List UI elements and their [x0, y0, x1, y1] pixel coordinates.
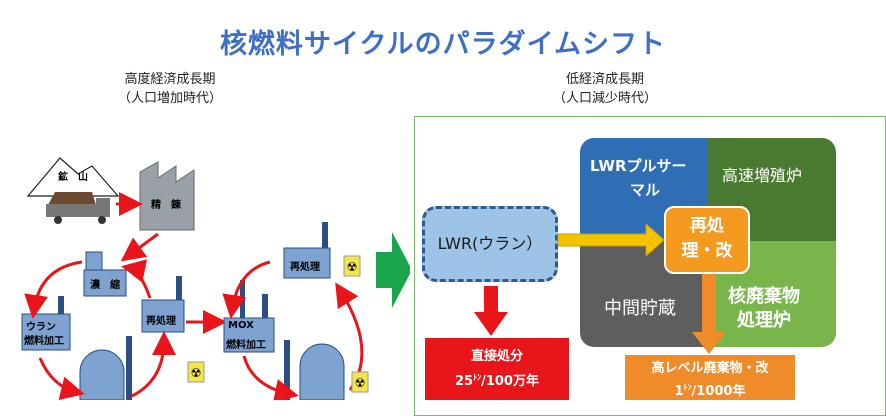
reprocessing-b-label: 再処理	[290, 262, 320, 273]
hlw-rate-period: /1000年	[691, 384, 746, 399]
direct-disposal-box: 直接処分 25ﾄﾝ/100万年	[425, 338, 569, 400]
svg-text:☢: ☢	[347, 260, 358, 274]
direct-disposal-rate: 25ﾄﾝ/100万年	[425, 367, 569, 392]
arrow-enrichment-to-fab	[24, 260, 83, 319]
reprocessing-a-label: 再処理	[146, 316, 176, 327]
reprocessing-box: 再処 理・改	[664, 206, 750, 274]
paradigm-shift-arrow	[376, 232, 410, 308]
enrichment-label: 濃 縮	[90, 280, 120, 291]
svg-text:☢: ☢	[355, 376, 366, 390]
mine-label: 鉱 山	[58, 172, 88, 183]
radioactive-waste-c-icon: ☢	[351, 371, 369, 393]
reprocessing-label-1: 再処	[690, 216, 724, 236]
hlw-rate-num: 1	[674, 384, 684, 399]
mox-fab-label-2: 燃料加工	[226, 340, 266, 351]
reactor-a-icon	[79, 336, 132, 400]
left-cycle-diagram: ☢ ☢ ☢	[21, 157, 410, 400]
radioactive-waste-a-icon: ☢	[187, 361, 205, 383]
pluthermal-label-2: マル	[630, 181, 661, 199]
arrow-lwr-to-direct-disposal	[474, 286, 508, 336]
waste-reactor-label-2: 処理炉	[737, 310, 791, 331]
high-level-waste-box: 高レベル廃棄物・改 1ﾄﾝ/1000年	[625, 355, 795, 400]
arrow-reactor-to-reprocessing	[131, 331, 176, 398]
mine-mountain-icon	[26, 157, 120, 197]
right-era-caption: 低経済成長期 （人口減少時代）	[520, 70, 690, 108]
direct-disposal-label-1: 直接処分	[470, 349, 523, 364]
enrichment-building-icon	[83, 251, 127, 297]
arrow-reprocessing-to-hlw	[692, 274, 726, 354]
reprocessing-plant-a-icon	[141, 276, 185, 333]
direct-disposal-rate-period: /100万年	[481, 374, 539, 389]
fast-breeder-label: 高速増殖炉	[722, 166, 803, 185]
pluthermal-label-1: LWRプルサー	[590, 157, 687, 175]
uranium-fab-label-2: 燃料加工	[24, 336, 64, 347]
reactor-b-icon	[284, 340, 345, 400]
svg-text:☢: ☢	[191, 366, 202, 380]
left-era-line1: 高度経済成長期	[124, 72, 216, 87]
right-era-line2: （人口減少時代）	[552, 91, 657, 106]
arrow-reprocessing-b-to-mox	[222, 260, 271, 319]
page-title: 核燃料サイクルのパラダイムシフト	[219, 29, 667, 60]
direct-disposal-rate-num: 25	[455, 374, 474, 389]
left-era-line2: （人口増加時代）	[117, 91, 222, 106]
direct-disposal-rate-unit: ﾄﾝ	[473, 373, 482, 382]
lwr-uranium-box: LWR(ウラン）	[422, 206, 558, 282]
arrow-mox-to-reactor	[242, 355, 299, 400]
refining-label: 精 錬	[151, 200, 181, 211]
uranium-fuel-fab-icon	[21, 296, 71, 351]
interim-storage-label: 中間貯蔵	[604, 298, 676, 319]
hlw-rate: 1ﾄﾝ/1000年	[625, 378, 795, 401]
radioactive-waste-b-icon: ☢	[343, 255, 361, 277]
right-panel-arrows	[474, 222, 726, 354]
dump-truck-icon	[46, 192, 110, 224]
left-era-caption: 高度経済成長期 （人口増加時代）	[85, 70, 255, 108]
uranium-fab-label-1: ウラン	[26, 322, 56, 333]
mox-fab-label-1: MOX	[228, 320, 254, 331]
arrow-fab-to-reactor	[38, 357, 85, 400]
refinery-factory-icon	[139, 161, 195, 231]
hlw-rate-unit: ﾄﾝ	[683, 383, 692, 392]
right-era-line1: 低経済成長期	[565, 72, 644, 87]
hlw-label-1: 高レベル廃棄物・改	[651, 361, 769, 376]
arrow-refinery-to-enrichment	[120, 232, 159, 262]
reprocessing-label-2: 理・改	[681, 241, 733, 261]
arrow-lwr-to-reprocessing	[557, 222, 665, 258]
reprocessing-plant-b-icon	[283, 222, 331, 279]
arrow-reprocessing-to-enrichment	[121, 259, 152, 299]
waste-reactor-label-1: 核廃棄物	[728, 286, 800, 307]
